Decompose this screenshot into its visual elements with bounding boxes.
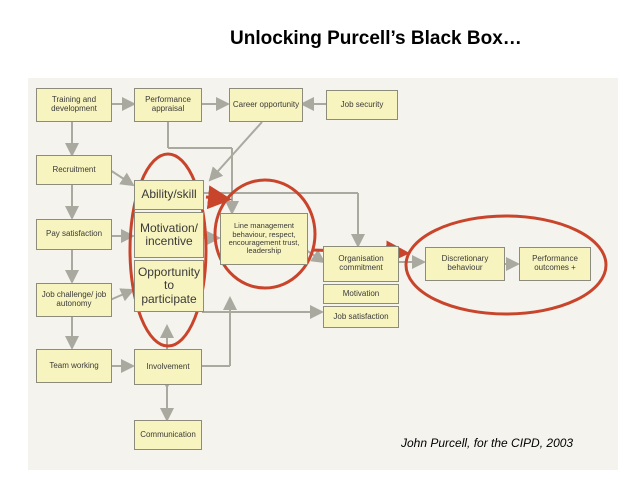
- communication-box: Communication: [134, 420, 202, 450]
- motivation-box: Motivation: [323, 284, 399, 304]
- career-opportunity-box: Career opportunity: [229, 88, 303, 122]
- opportunity-participate-box: Opportunity to participate: [134, 260, 204, 312]
- performance-appraisal-box: Performance appraisal: [134, 88, 202, 122]
- pay-satisfaction-box: Pay satisfaction: [36, 219, 112, 250]
- organisation-commitment-box: Organisation commitment: [323, 246, 399, 282]
- performance-outcomes-box: Performance outcomes +: [519, 247, 591, 281]
- team-working-box: Team working: [36, 349, 112, 383]
- job-security-box: Job security: [326, 90, 398, 120]
- job-satisfaction-box: Job satisfaction: [323, 306, 399, 328]
- line-management-box: Line management behaviour, respect, enco…: [220, 213, 308, 265]
- slide-title: Unlocking Purcell’s Black Box…: [230, 28, 522, 49]
- motivation-incentive-box: Motivation/ incentive: [134, 212, 204, 258]
- ability-skill-box: Ability/skill: [134, 180, 204, 210]
- source-citation: John Purcell, for the CIPD, 2003: [401, 436, 574, 450]
- discretionary-behaviour-box: Discretionary behaviour: [425, 247, 505, 281]
- involvement-box: Involvement: [134, 349, 202, 385]
- recruitment-box: Recruitment: [36, 155, 112, 185]
- training-development-box: Training and development: [36, 88, 112, 122]
- job-challenge-box: Job challenge/ job autonomy: [36, 283, 112, 317]
